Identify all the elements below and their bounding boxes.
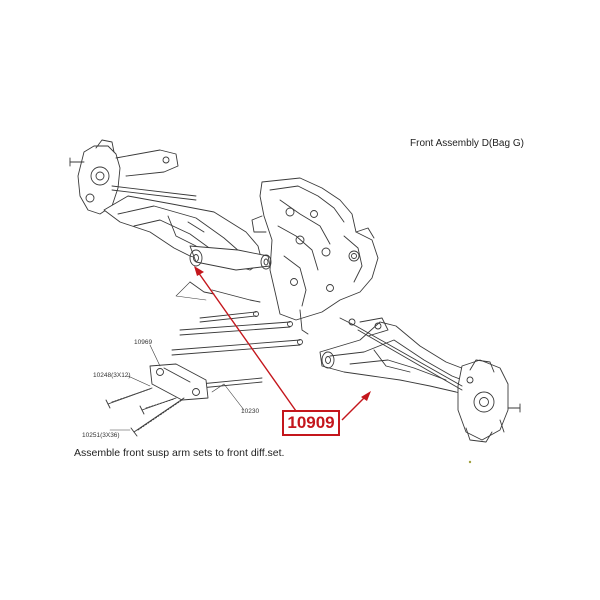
- mount-block: [149, 363, 209, 401]
- part-label-hinge-pin: 10230: [241, 408, 260, 415]
- diagram-title: Front Assembly D(Bag G): [410, 138, 524, 149]
- part-label-screw-3x36: 10251(3X36): [82, 432, 120, 439]
- part-label-mount-block: 10969: [134, 339, 153, 346]
- left-susp-arm-set: [69, 139, 272, 303]
- front-diff-housing: [251, 177, 379, 335]
- instruction-caption: Assemble front susp arm sets to front di…: [74, 447, 285, 459]
- part-label-screw-3x12: 10248(3X12): [93, 372, 131, 379]
- hinge-pins: [171, 311, 303, 389]
- callout-arrows: [194, 266, 371, 421]
- leader-lines: [109, 281, 245, 431]
- screws: [105, 387, 185, 437]
- part-number-callout: 10909: [282, 410, 340, 436]
- right-susp-arm-set: [319, 317, 521, 443]
- dot-mark: [468, 460, 472, 464]
